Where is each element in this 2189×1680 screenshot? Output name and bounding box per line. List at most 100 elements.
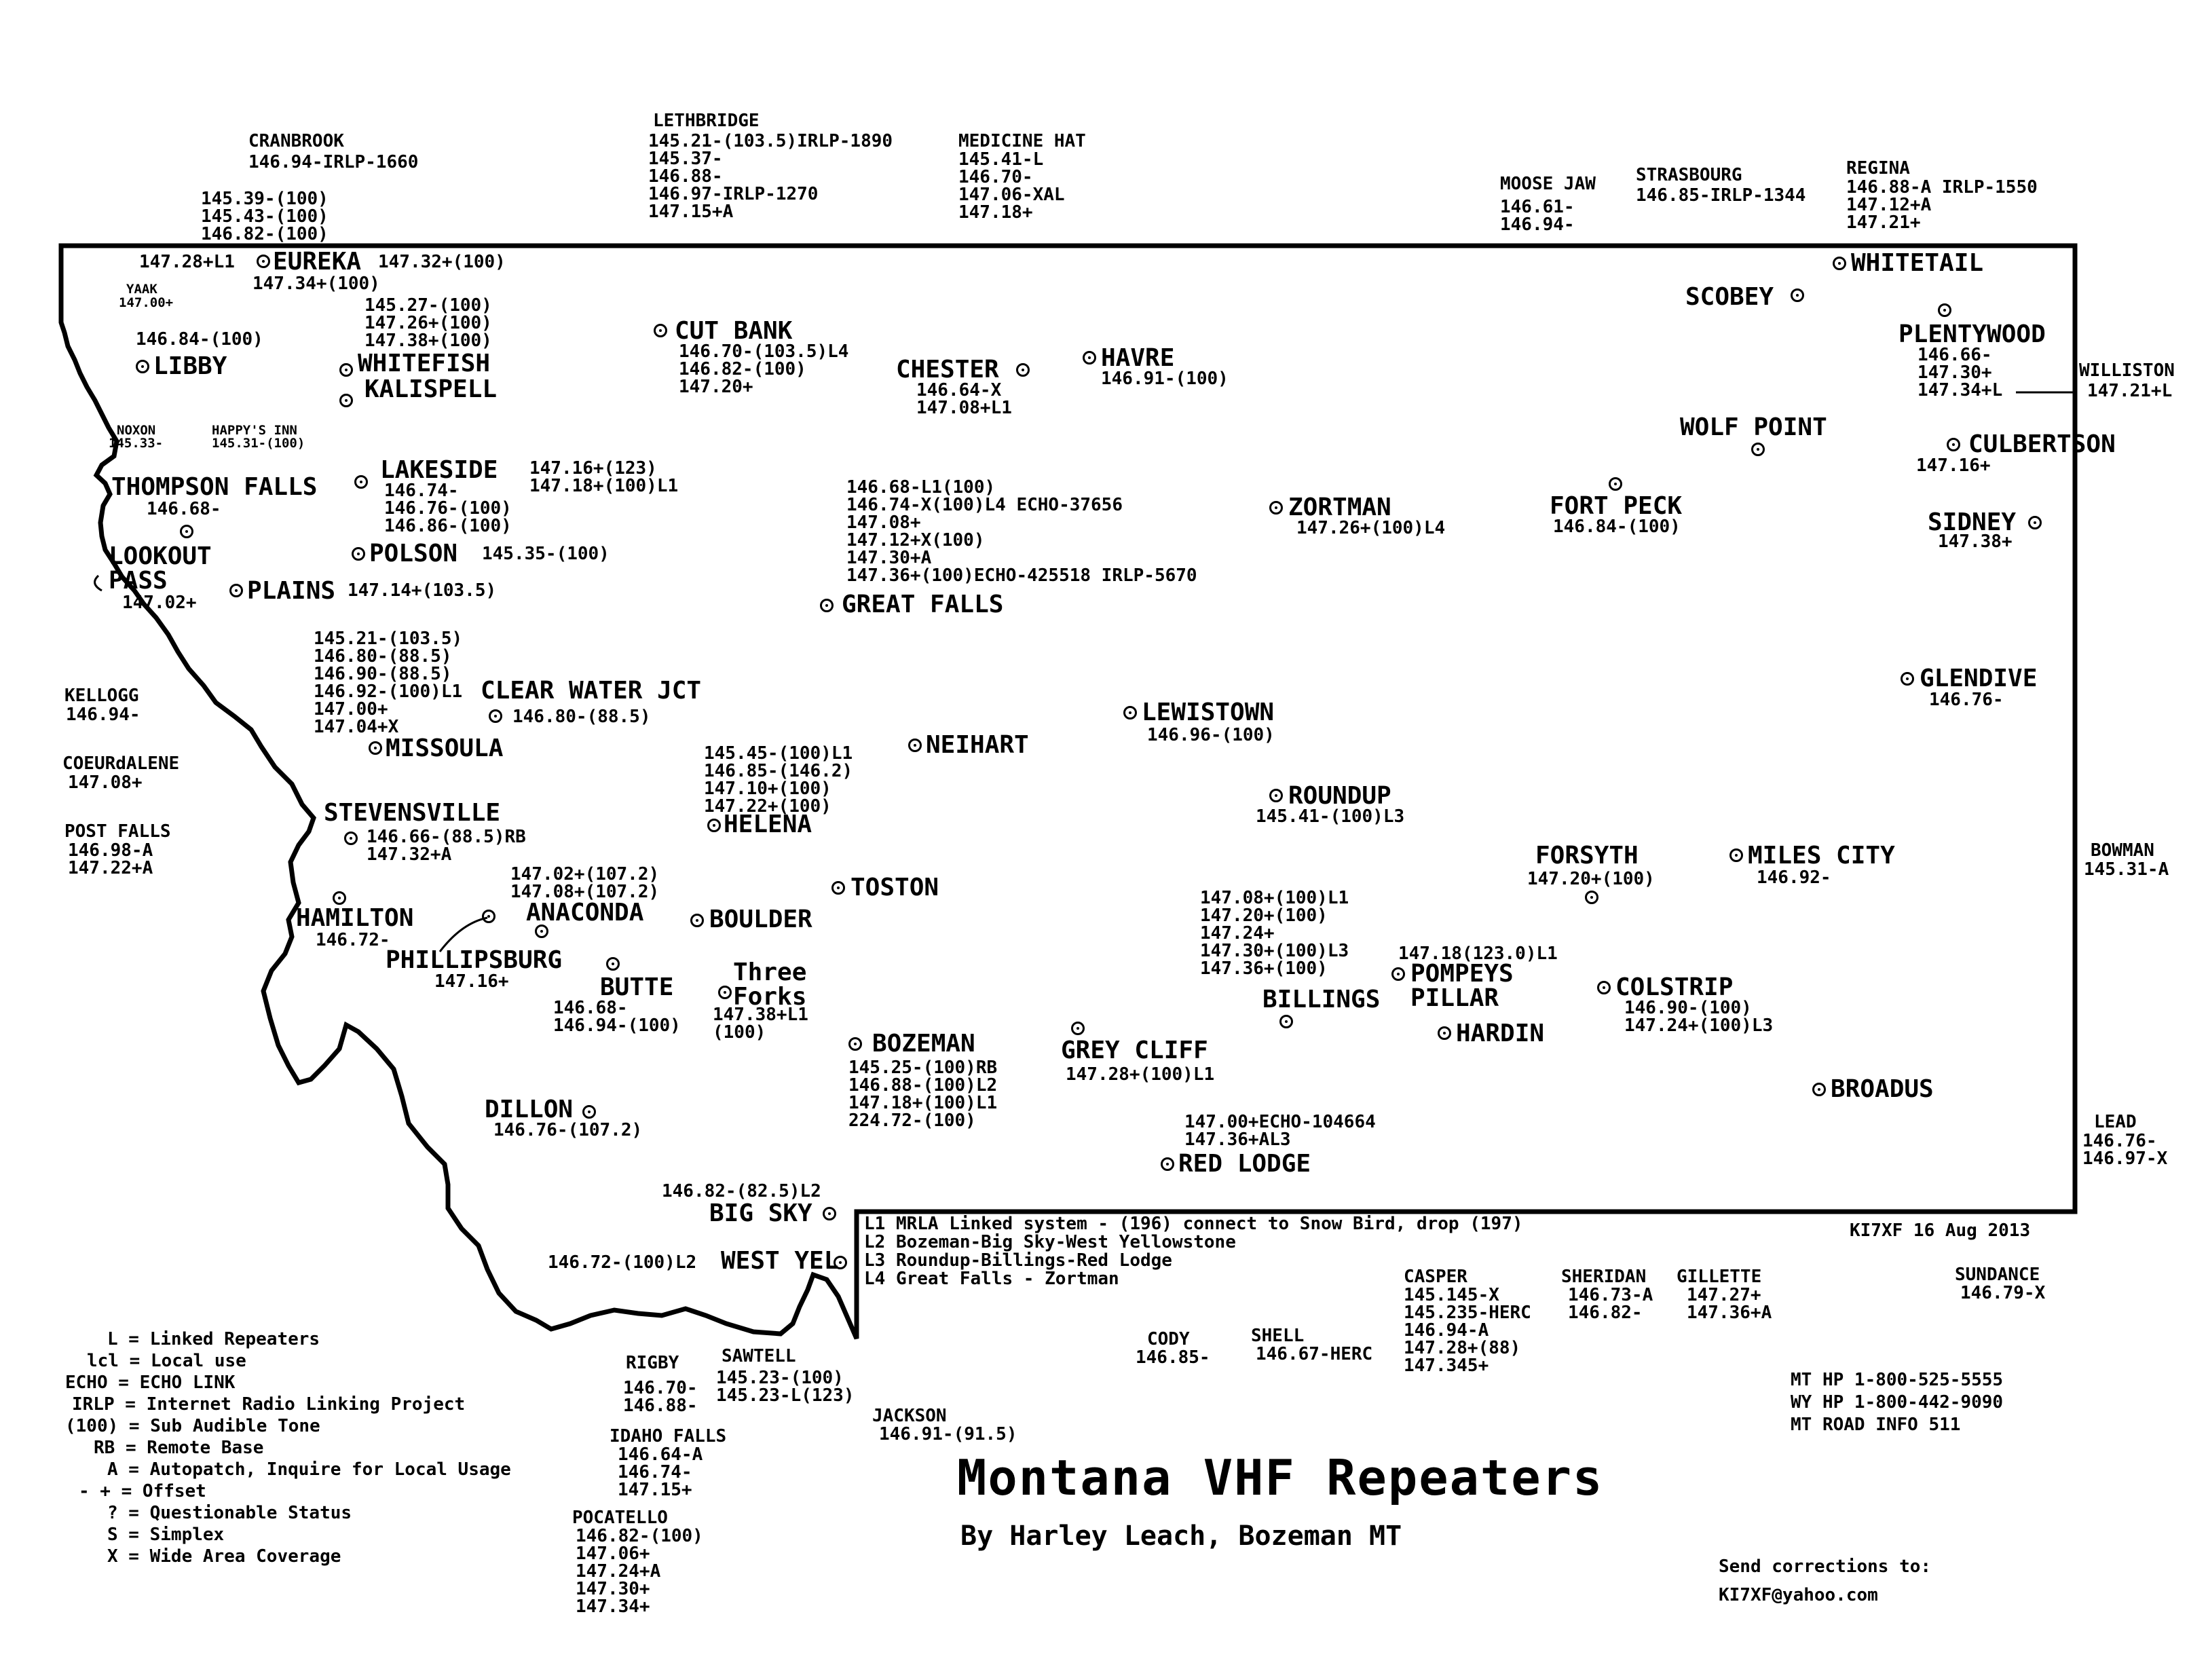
clear-water-freqs: 146.80-(88.5) xyxy=(512,707,651,727)
phone-road: MT ROAD INFO 511 xyxy=(1791,1415,1961,1435)
yaak-name: YAAK xyxy=(126,282,157,297)
strasbourg-freqs: 146.85-IRLP-1344 xyxy=(1636,185,1806,206)
corrections-email[interactable]: KI7XF@yahoo.com xyxy=(1719,1585,1878,1605)
zortman-marker xyxy=(1269,501,1283,515)
red-lodge-freqs: 147.00+ECHO-104664 147.36+AL3 xyxy=(1184,1112,1376,1150)
helena-name: HELENA xyxy=(724,810,812,838)
toston-marker xyxy=(831,881,845,895)
whitefish-name: WHITEFISH xyxy=(358,350,491,377)
idaho-falls-name: IDAHO FALLS xyxy=(610,1426,727,1446)
legend-row: lcl = Local use xyxy=(87,1351,246,1371)
west-yellowstone-name: WEST YEL xyxy=(721,1247,839,1275)
plentywood-marker xyxy=(1938,303,1951,317)
eureka-right: 147.32+(100) xyxy=(378,252,506,272)
colstrip-name: COLSTRIP xyxy=(1615,973,1734,1001)
three-forks-freqs: 147.38+L1 (100) xyxy=(713,1005,808,1043)
legend-row: X = Wide Area Coverage xyxy=(107,1546,341,1567)
bowman-freqs: 145.31-A xyxy=(2084,859,2169,880)
medicine-hat-freqs: 145.41-L 146.70- 147.06-XAL 147.18+ xyxy=(958,149,1065,223)
miles-city-marker xyxy=(1729,848,1743,862)
pompeys-pillar-marker xyxy=(1391,967,1405,981)
miles-city-name: MILES CITY xyxy=(1748,842,1895,870)
eureka-marker xyxy=(257,255,270,268)
legend-row: S = Simplex xyxy=(107,1525,225,1545)
west-yellowstone-marker xyxy=(834,1256,847,1269)
montana-border xyxy=(58,243,2078,1340)
butte-marker xyxy=(606,957,620,971)
polson-name: POLSON xyxy=(369,540,458,567)
legend-row: ECHO = ECHO LINK xyxy=(65,1373,236,1393)
kalispell-marker xyxy=(339,394,353,407)
cranbrook-freqs: 146.94-IRLP-1660 xyxy=(248,152,419,172)
toston-name: TOSTON xyxy=(850,874,939,901)
zortman-freqs: 147.26+(100)L4 xyxy=(1296,518,1446,538)
whitetail-marker xyxy=(1833,257,1846,270)
grey-cliff-freqs: 147.28+(100)L1 xyxy=(1066,1064,1215,1085)
butte-name: BUTTE xyxy=(600,973,674,1001)
missoula-name: MISSOULA xyxy=(386,734,504,762)
broadus-marker xyxy=(1812,1083,1826,1096)
plains-freqs: 147.14+(103.5) xyxy=(348,580,497,601)
thompson-falls-name: THOMPSON FALLS xyxy=(111,473,318,501)
hamilton-marker xyxy=(333,891,346,905)
sheridan-freqs: 146.73-A 146.82- xyxy=(1568,1285,1653,1323)
helena-marker xyxy=(707,819,721,832)
lethbridge-freqs: 145.21-(103.5)IRLP-1890 145.37- 146.88- … xyxy=(648,131,893,222)
forsyth-name: FORSYTH xyxy=(1535,842,1639,870)
colstrip-marker xyxy=(1597,981,1611,994)
regina-freqs: 146.88-A IRLP-1550 147.12+A 147.21+ xyxy=(1846,177,2038,233)
grey-cliff-marker xyxy=(1071,1022,1085,1035)
lewistown-marker xyxy=(1123,706,1137,720)
williston-name: WILLISTON xyxy=(2079,360,2175,381)
legend-row: (100) = Sub Audible Tone xyxy=(65,1416,320,1436)
havre-freqs: 146.91-(100) xyxy=(1101,369,1229,389)
casper-name: CASPER xyxy=(1404,1267,1467,1287)
bozeman-name: BOZEMAN xyxy=(872,1030,975,1058)
hamilton-freqs: 146.72- xyxy=(316,930,390,950)
neihart-marker xyxy=(908,739,922,752)
billings-marker xyxy=(1279,1015,1293,1028)
bowman-name: BOWMAN xyxy=(2091,840,2154,861)
plains-marker xyxy=(229,584,243,597)
polson-marker xyxy=(352,547,365,561)
coeurdalene-freqs: 147.08+ xyxy=(68,772,143,793)
link-legend-3: L3 Roundup-Billings-Red Lodge xyxy=(864,1250,1172,1271)
rigby-freqs: 146.70- 146.88- xyxy=(623,1378,698,1416)
sheridan-name: SHERIDAN xyxy=(1561,1267,1647,1287)
plains-name: PLAINS xyxy=(247,577,336,605)
legend-row: IRLP = Internet Radio Linking Project xyxy=(72,1394,466,1415)
bozeman-freqs: 145.25-(100)RB 146.88-(100)L2 147.18+(10… xyxy=(848,1058,998,1131)
havre-marker xyxy=(1083,351,1096,365)
sidney-freqs: 147.38+ xyxy=(1938,531,2013,552)
noxon-name: NOXON xyxy=(117,423,156,438)
whitefish-marker xyxy=(339,363,353,377)
anaconda-freqs: 147.02+(107.2) 147.08+(107.2) xyxy=(510,864,660,902)
glendive-name: GLENDIVE xyxy=(1920,665,2038,692)
lookout-leader xyxy=(94,574,102,592)
whitetail-name: WHITETAIL xyxy=(1851,249,1984,277)
cut-bank-name: CUT BANK xyxy=(675,317,793,345)
bozeman-marker xyxy=(848,1037,862,1051)
polson-freqs: 145.35-(100) xyxy=(482,544,610,564)
legend-row: RB = Remote Base xyxy=(94,1438,264,1458)
link-legend-1: L1 MRLA Linked system - (196) connect to… xyxy=(864,1214,1523,1234)
anaconda-name: ANACONDA xyxy=(526,899,644,927)
zortman-name: ZORTMAN xyxy=(1288,493,1391,521)
plentywood-freqs: 146.66- 147.30+ 147.34+L xyxy=(1917,345,2003,400)
post-falls-freqs: 146.98-A 147.22+A xyxy=(68,840,153,878)
three-forks-marker xyxy=(718,986,732,999)
lewistown-name: LEWISTOWN xyxy=(1142,698,1275,726)
three-forks-name: Three Forks xyxy=(733,958,807,1011)
chester-freqs: 146.64-X 147.08+L1 xyxy=(916,380,1012,418)
cranbrook-b-freqs: 145.39-(100) 145.43-(100) 146.82-(100) xyxy=(201,189,329,244)
culbertson-freqs: 147.16+ xyxy=(1916,455,1991,476)
libby-name: LIBBY xyxy=(153,352,227,380)
shell-name: SHELL xyxy=(1251,1326,1305,1346)
phone-mt: MT HP 1-800-525-5555 xyxy=(1791,1370,2004,1390)
kalispell-name: KALISPELL xyxy=(364,375,498,403)
legend-row: - + = Offset xyxy=(79,1481,206,1501)
link-legend-4: L4 Great Falls - Zortman xyxy=(864,1269,1119,1289)
sundance-freqs: 146.79-X xyxy=(1960,1283,2046,1303)
idaho-falls-freqs: 146.64-A 146.74- 147.15+ xyxy=(618,1444,703,1500)
clear-water-marker xyxy=(489,709,502,723)
